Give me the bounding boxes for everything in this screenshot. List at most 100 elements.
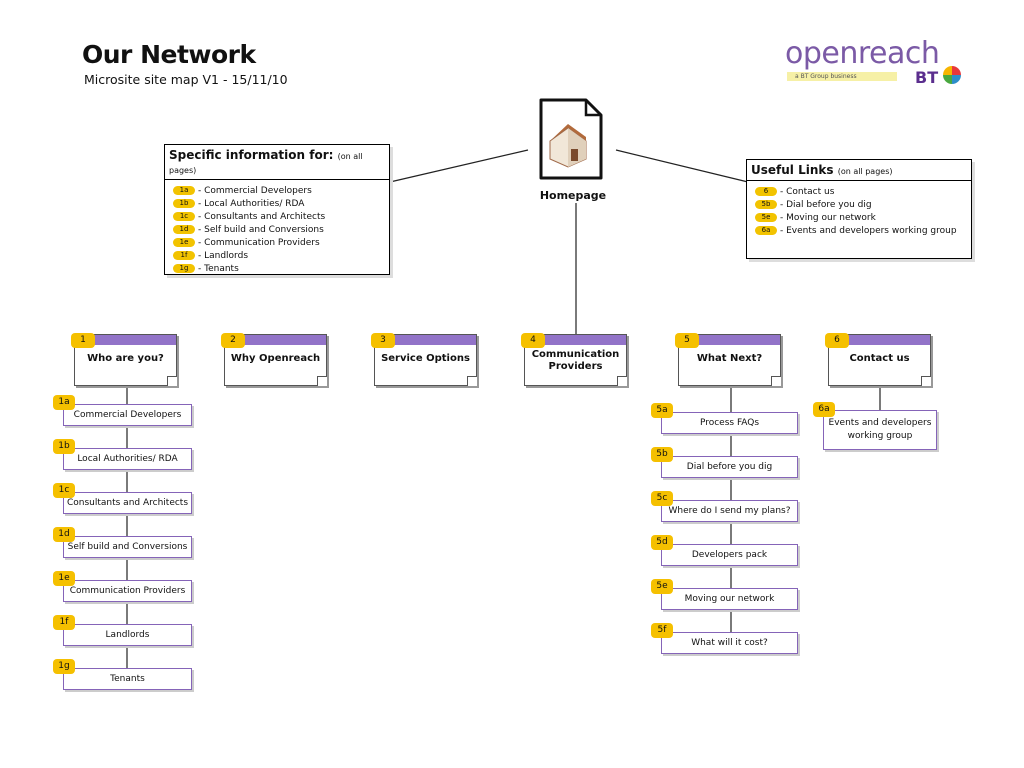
who-subpage-tag: 1f — [53, 615, 75, 630]
next-subpage[interactable]: Where do I send my plans? — [661, 500, 798, 522]
useful-link-item[interactable]: 5e- Moving our network — [755, 212, 971, 225]
specific-info-note: (on all pages) — [169, 152, 363, 175]
next-subpage[interactable]: Process FAQs — [661, 412, 798, 434]
useful-link-label: - Events and developers working group — [780, 226, 957, 236]
contact-subpage[interactable]: Events and developers working group — [823, 410, 937, 450]
useful-links-title: Useful Links — [751, 163, 834, 177]
next-subpage-tag: 5e — [651, 579, 673, 594]
logo-tagline: a BT Group business — [787, 72, 897, 81]
specific-info-label: - Landlords — [198, 251, 249, 261]
section-card-bar — [225, 335, 326, 345]
section-label: Service Options — [381, 353, 470, 364]
openreach-logo: openreach a BT Group business BT — [785, 36, 965, 96]
specific-info-label: - Commercial Developers — [198, 186, 312, 196]
specific-info-header: Specific information for: (on all pages) — [165, 145, 389, 180]
next-subpage[interactable]: What will it cost? — [661, 632, 798, 654]
page-subtitle: Microsite site map V1 - 15/11/10 — [84, 72, 288, 87]
who-subpage[interactable]: Local Authorities/ RDA — [63, 448, 192, 470]
useful-link-label: - Moving our network — [780, 213, 876, 223]
specific-info-tag: 1f — [173, 251, 195, 260]
specific-info-label: - Self build and Conversions — [198, 225, 324, 235]
specific-info-tag: 1d — [173, 225, 195, 234]
page-title: Our Network — [82, 40, 256, 69]
who-subpage-tag: 1a — [53, 395, 75, 410]
page-fold-icon — [921, 376, 931, 386]
page-fold-icon — [317, 376, 327, 386]
section-tag: 2 — [221, 333, 245, 348]
specific-info-item[interactable]: 1f- Landlords — [173, 250, 389, 263]
logo-bt: BT — [915, 68, 939, 87]
specific-info-item[interactable]: 1a- Commercial Developers — [173, 185, 389, 198]
homepage-label[interactable]: Homepage — [539, 189, 607, 202]
bt-globe-icon — [943, 66, 961, 84]
specific-info-item[interactable]: 1b- Local Authorities/ RDA — [173, 198, 389, 211]
specific-info-tag: 1g — [173, 264, 195, 273]
useful-links-note: (on all pages) — [837, 167, 893, 176]
useful-link-item[interactable]: 6a- Events and developers working group — [755, 225, 971, 238]
who-subpage[interactable]: Consultants and Architects — [63, 492, 192, 514]
section-card-bar — [829, 335, 930, 345]
specific-info-item[interactable]: 1c- Consultants and Architects — [173, 211, 389, 224]
page-fold-icon — [617, 376, 627, 386]
specific-info-box: Specific information for: (on all pages)… — [164, 144, 390, 275]
section-tag: 5 — [675, 333, 699, 348]
specific-info-item[interactable]: 1g- Tenants — [173, 263, 389, 276]
section-card-bar — [525, 335, 626, 345]
homepage-icon[interactable] — [538, 97, 604, 181]
who-subpage[interactable]: Self build and Conversions — [63, 536, 192, 558]
who-subpage[interactable]: Tenants — [63, 668, 192, 690]
specific-info-label: - Consultants and Architects — [198, 212, 326, 222]
specific-info-label: - Local Authorities/ RDA — [198, 199, 305, 209]
useful-links-box: Useful Links (on all pages) 6- Contact u… — [746, 159, 972, 259]
section-tag: 3 — [371, 333, 395, 348]
logo-wordmark: openreach — [785, 36, 940, 71]
specific-info-label: - Tenants — [198, 264, 239, 274]
section-card-bar — [75, 335, 176, 345]
useful-link-item[interactable]: 6- Contact us — [755, 186, 971, 199]
who-subpage-tag: 1d — [53, 527, 75, 542]
section-card-bar — [375, 335, 476, 345]
next-subpage[interactable]: Moving our network — [661, 588, 798, 610]
specific-info-item[interactable]: 1d- Self build and Conversions — [173, 224, 389, 237]
contact-subpage-tag: 6a — [813, 402, 835, 417]
next-subpage[interactable]: Developers pack — [661, 544, 798, 566]
who-subpage-tag: 1c — [53, 483, 75, 498]
specific-info-tag: 1c — [173, 212, 195, 221]
next-subpage-tag: 5a — [651, 403, 673, 418]
who-subpage[interactable]: Landlords — [63, 624, 192, 646]
section-tag: 1 — [71, 333, 95, 348]
section-label: Contact us — [849, 353, 910, 364]
useful-link-tag: 6a — [755, 226, 777, 235]
useful-link-tag: 5b — [755, 200, 777, 209]
useful-link-tag: 5e — [755, 213, 777, 222]
useful-link-tag: 6 — [755, 187, 777, 196]
next-subpage-tag: 5b — [651, 447, 673, 462]
section-tag: 4 — [521, 333, 545, 348]
section-label: Why Openreach — [230, 353, 321, 364]
useful-link-item[interactable]: 5b- Dial before you dig — [755, 199, 971, 212]
next-subpage[interactable]: Dial before you dig — [661, 456, 798, 478]
useful-link-label: - Contact us — [780, 187, 835, 197]
who-subpage-tag: 1g — [53, 659, 75, 674]
specific-info-tag: 1a — [173, 186, 195, 195]
page-fold-icon — [467, 376, 477, 386]
page-fold-icon — [771, 376, 781, 386]
next-subpage-tag: 5c — [651, 491, 673, 506]
specific-info-item[interactable]: 1e- Communication Providers — [173, 237, 389, 250]
who-subpage[interactable]: Communication Providers — [63, 580, 192, 602]
section-tag: 6 — [825, 333, 849, 348]
next-subpage-tag: 5d — [651, 535, 673, 550]
next-subpage-tag: 5f — [651, 623, 673, 638]
specific-info-label: - Communication Providers — [198, 238, 320, 248]
who-subpage[interactable]: Commercial Developers — [63, 404, 192, 426]
useful-link-label: - Dial before you dig — [780, 200, 872, 210]
section-label: What Next? — [696, 353, 763, 364]
